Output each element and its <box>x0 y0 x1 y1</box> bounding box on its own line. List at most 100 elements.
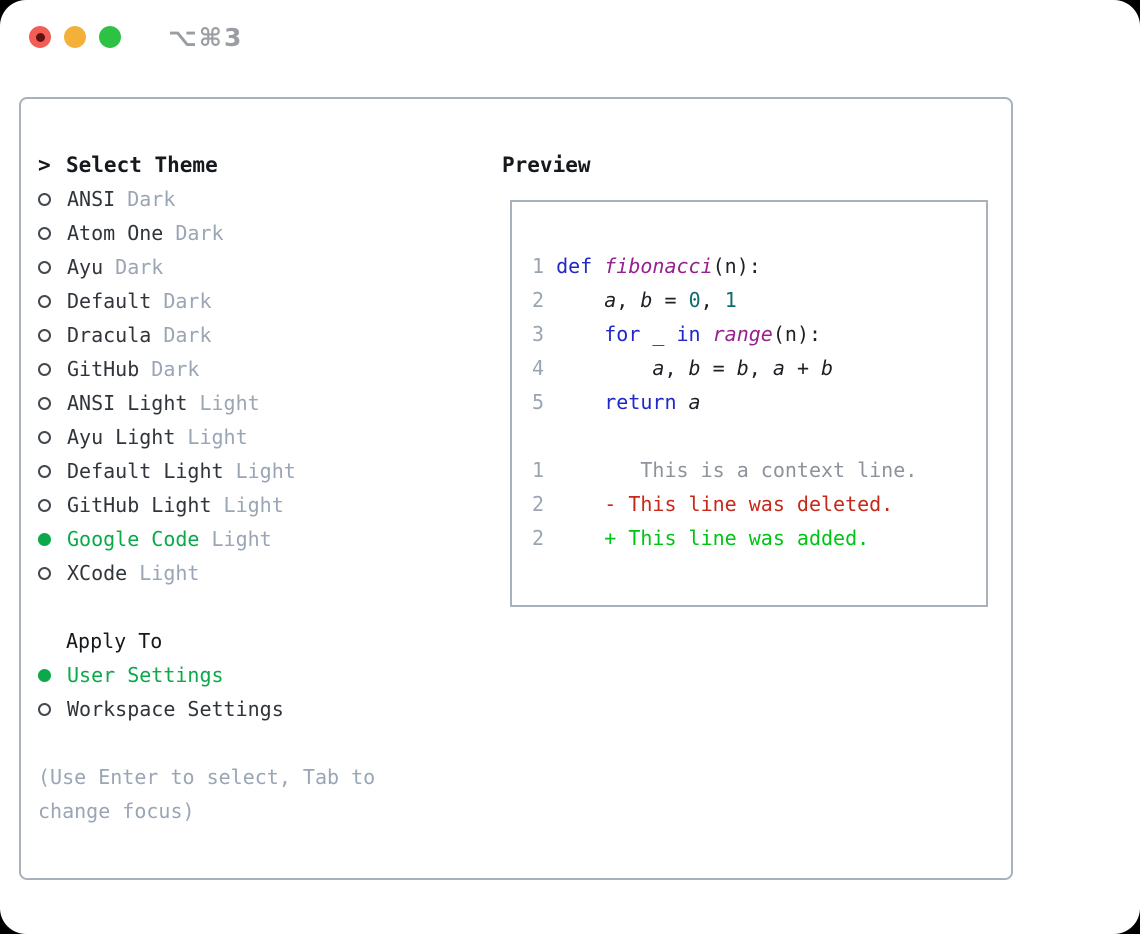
theme-name: Atom One <box>67 221 164 245</box>
line-number: 4 <box>532 356 545 380</box>
code-token: , <box>664 356 689 380</box>
code-token <box>701 322 713 346</box>
code-token: , <box>700 288 725 312</box>
radio-icon <box>38 702 51 716</box>
diff-preview: 1 This is a context line.2 - This line w… <box>532 453 986 555</box>
code-token: fibonacci <box>604 254 713 278</box>
apply-option-label: Workspace Settings <box>67 697 284 721</box>
radio-selected-icon <box>38 668 51 682</box>
radio-selected-icon <box>38 532 51 546</box>
theme-variant-tag: Light <box>223 493 284 517</box>
theme-variant-tag: Light <box>139 561 200 585</box>
radio-icon <box>38 226 51 240</box>
theme-variant-tag: Dark <box>163 289 212 313</box>
code-token: a <box>688 390 701 414</box>
theme-option-xcode-light[interactable]: XCode Light <box>38 556 375 590</box>
theme-name: Default Light <box>67 459 224 483</box>
code-line: 1 def fibonacci(n): <box>532 249 986 283</box>
radio-icon <box>38 430 51 444</box>
code-line: 5 return a <box>532 385 986 419</box>
theme-name: Google Code <box>67 527 200 551</box>
theme-variant-tag: Dark <box>115 255 164 279</box>
code-token <box>556 390 604 414</box>
close-dot-icon <box>35 32 45 42</box>
radio-icon <box>38 498 51 512</box>
code-token: b <box>688 356 701 380</box>
radio-icon <box>38 464 51 478</box>
theme-name: XCode <box>67 561 128 585</box>
code-token: , <box>748 356 773 380</box>
line-number: 5 <box>532 390 545 414</box>
apply-to-title: Apply To <box>66 629 163 653</box>
radio-icon <box>38 362 51 376</box>
code-line: 4 a, b = b, a + b <box>532 351 986 385</box>
line-number: 2 <box>532 492 545 516</box>
theme-name: ANSI <box>67 187 116 211</box>
radio-icon <box>38 566 51 580</box>
line-number: 3 <box>532 322 545 346</box>
line-number: 2 <box>532 526 545 550</box>
close-button[interactable] <box>29 26 51 48</box>
radio-icon <box>38 328 51 342</box>
theme-option-ansi-dark[interactable]: ANSI Dark <box>38 182 375 216</box>
code-token: for <box>604 322 641 346</box>
diff-text: - This line was deleted. <box>556 492 894 516</box>
code-token: def <box>556 254 593 278</box>
code-token: _ <box>640 322 677 346</box>
code-token: = <box>700 356 737 380</box>
code-token <box>556 288 604 312</box>
zoom-button[interactable] <box>99 26 121 48</box>
code-token: , <box>616 288 641 312</box>
diff-line-ctx: 1 This is a context line. <box>532 453 986 487</box>
minimize-button[interactable] <box>64 26 86 48</box>
apply-option-workspace-settings[interactable]: Workspace Settings <box>38 692 375 726</box>
radio-icon <box>38 192 51 206</box>
apply-to-header: Apply To <box>38 624 375 658</box>
code-token: (n): <box>712 254 761 278</box>
code-token: return <box>604 390 677 414</box>
code-token: b <box>640 288 653 312</box>
help-text-line-1: (Use Enter to select, Tab to <box>38 765 376 789</box>
preview-header: Preview <box>502 148 988 182</box>
focus-caret-icon: > <box>38 153 51 177</box>
help-text-line-2: change focus) <box>38 799 195 823</box>
code-token: in <box>676 322 701 346</box>
code-token: 1 <box>724 288 737 312</box>
theme-option-atom-one-dark[interactable]: Atom One Dark <box>38 216 375 250</box>
apply-option-user-settings[interactable]: User Settings <box>38 658 375 692</box>
line-number: 2 <box>532 288 545 312</box>
theme-name: Ayu Light <box>67 425 176 449</box>
radio-icon <box>38 396 51 410</box>
theme-variant-tag: Dark <box>175 221 224 245</box>
preview-title: Preview <box>502 153 591 177</box>
theme-variant-tag: Dark <box>127 187 176 211</box>
line-number: 1 <box>532 254 545 278</box>
theme-option-github-light-light[interactable]: GitHub Light Light <box>38 488 375 522</box>
code-token: a <box>604 288 617 312</box>
diff-text: This is a context line. <box>556 458 918 482</box>
code-token: + <box>784 356 822 380</box>
theme-variant-tag: Light <box>235 459 296 483</box>
theme-option-default-light-light[interactable]: Default Light Light <box>38 454 375 488</box>
code-line: 3 for _ in range(n): <box>532 317 986 351</box>
diff-text: + This line was added. <box>556 526 870 550</box>
theme-name: ANSI Light <box>67 391 188 415</box>
radio-icon <box>38 260 51 274</box>
diff-line-del: 2 - This line was deleted. <box>532 487 986 521</box>
theme-name: GitHub Light <box>67 493 212 517</box>
code-token: b <box>821 356 834 380</box>
code-token: 0 <box>688 288 701 312</box>
diff-line-add: 2 + This line was added. <box>532 521 986 555</box>
code-line: 2 a, b = 0, 1 <box>532 283 986 317</box>
